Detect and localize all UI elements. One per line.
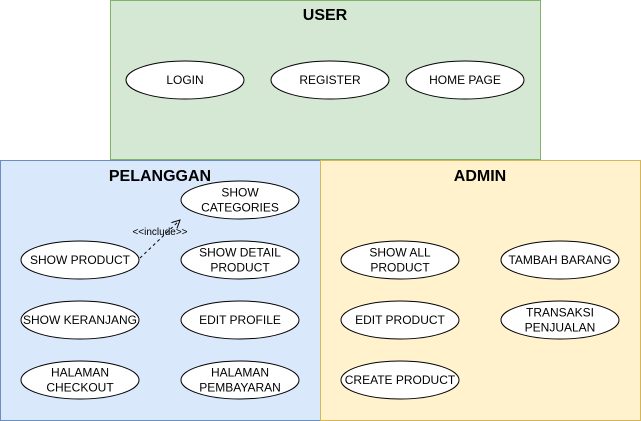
use-case-show-product[interactable]: SHOW PRODUCT — [20, 240, 140, 280]
use-case-label: HOME PAGE — [429, 73, 501, 87]
use-case-label: CREATE PRODUCT — [345, 373, 456, 387]
use-case-label: REGISTER — [299, 73, 361, 87]
pelanggan-panel-title: PELANGGAN — [109, 168, 211, 185]
use-case-tambah-barang[interactable]: TAMBAH BARANG — [500, 240, 620, 280]
use-case-create-product[interactable]: CREATE PRODUCT — [340, 360, 460, 400]
include-label: <<include>> — [132, 227, 187, 238]
use-case-show-keranjang[interactable]: SHOW KERANJANG — [20, 300, 140, 340]
use-case-login[interactable]: LOGIN — [125, 60, 245, 100]
admin-panel-title: ADMIN — [454, 168, 506, 185]
use-case-home-page[interactable]: HOME PAGE — [405, 60, 525, 100]
use-case-edit-profile[interactable]: EDIT PROFILE — [180, 300, 300, 340]
use-case-register[interactable]: REGISTER — [270, 60, 390, 100]
user-panel-title: USER — [303, 7, 348, 24]
use-case-edit-product[interactable]: EDIT PRODUCT — [340, 300, 460, 340]
use-case-label: EDIT PROFILE — [199, 313, 281, 327]
use-case-label: LOGIN — [166, 73, 203, 87]
use-case-label: SHOW KERANJANG — [23, 313, 137, 327]
use-case-label: EDIT PRODUCT — [355, 313, 445, 327]
use-case-label: SHOW PRODUCT — [30, 253, 131, 267]
use-case-label: TAMBAH BARANG — [508, 253, 611, 267]
